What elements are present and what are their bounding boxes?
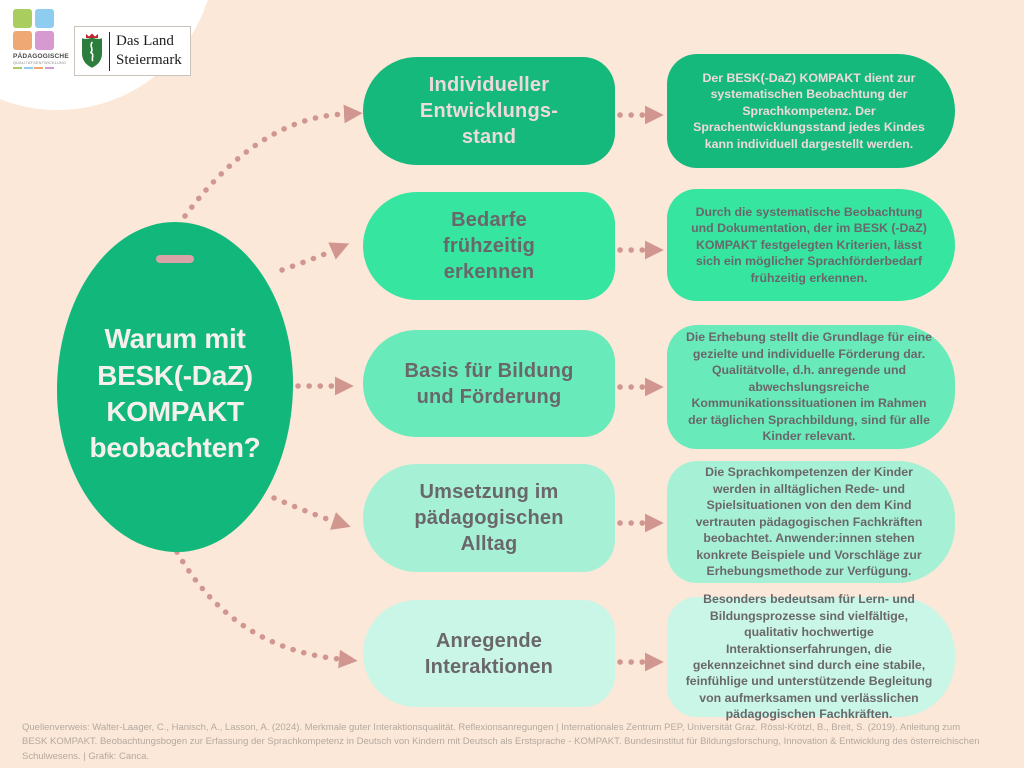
topic-box-basis-fuer-bildung-und-foerderung: Basis für Bildung und Förderung: [363, 330, 615, 437]
desc-box-umsetzung-im-paedagogischen-alltag: Die Sprachkompetenzen der Kinder werden …: [667, 461, 955, 583]
pq-tile-pink-icon: [35, 31, 54, 50]
desc-text: Durch die systematische Beobachtung und …: [691, 204, 927, 285]
pq-logo-color-bars: [13, 67, 73, 69]
desc-text: Besonders bedeutsam für Lern- und Bildun…: [685, 592, 933, 722]
desc-text: Der BESK(-DaZ) KOMPAKT dient zur systema…: [693, 70, 925, 151]
main-question: Warum mit BESK(-DaZ) KOMPAKT beobachten?: [89, 323, 261, 464]
desc-box-bedarfe-fruehzeitig-erkennen: Durch die systematische Beobachtung und …: [667, 189, 955, 301]
desc-box-anregende-interaktionen: Besonders bedeutsam für Lern- und Bildun…: [667, 592, 955, 721]
das-land-steiermark-logo: Das Land Steiermark: [74, 26, 191, 76]
desc-box-individueller-entwicklungsstand: Der BESK(-DaZ) KOMPAKT dient zur systema…: [667, 54, 955, 168]
source-citation: Quellenverweis: Walter-Laager, C., Hanis…: [22, 722, 980, 762]
pq-logo-line2: QUALITÄTSENTWICKLUNG: [13, 61, 67, 65]
desc-text: Die Sprachkompetenzen der Kinder werden …: [695, 465, 923, 579]
paedagogische-qualitaetsentwicklung-logo: PÄDAGOGISCHE QUALITÄTSENTWICKLUNG: [13, 9, 73, 69]
topic-box-bedarfe-fruehzeitig-erkennen: Bedarfe frühzeitig erkennen: [363, 192, 615, 300]
pq-tile-green-icon: [13, 9, 32, 28]
topic-label: Anregende Interaktionen: [424, 629, 554, 678]
topic-box-umsetzung-im-paedagogischen-alltag: Umsetzung im pädagogischen Alltag: [363, 464, 615, 572]
steiermark-logo-line1: Das Land: [116, 32, 174, 49]
topic-box-individueller-entwicklungsstand: Individueller Entwicklungs- stand: [363, 57, 615, 165]
arrow-circle-to-topic-4: [271, 495, 351, 530]
pq-tile-orange-icon: [13, 31, 32, 50]
pq-logo-line1: PÄDAGOGISCHE: [13, 53, 69, 60]
desc-box-basis-fuer-bildung-und-foerderung: Die Erhebung stellt die Grundlage für ei…: [667, 325, 955, 449]
steiermark-logo-line2: Steiermark: [116, 52, 182, 68]
topic-label: Basis für Bildung und Förderung: [404, 359, 574, 408]
topic-label: Individueller Entwicklungs- stand: [419, 74, 559, 148]
central-question-bubble: Warum mit BESK(-DaZ) KOMPAKT beobachten?: [57, 222, 293, 552]
pq-logo-icon: [13, 9, 73, 50]
topic-box-anregende-interaktionen: Anregende Interaktionen: [363, 600, 615, 707]
arrow-circle-to-topic-2: [279, 242, 350, 273]
arrow-circle-to-topic-1: [182, 104, 363, 219]
topic-label: Bedarfe frühzeitig erkennen: [443, 209, 535, 283]
title-dash: [156, 255, 194, 263]
steiermark-crest-icon: [82, 33, 102, 68]
desc-text: Die Erhebung stellt die Grundlage für ei…: [686, 330, 932, 444]
steiermark-logo-text: Das Land Steiermark: [109, 31, 182, 71]
pq-tile-blue-icon: [35, 9, 54, 28]
topic-label: Umsetzung im pädagogischen Alltag: [414, 481, 564, 555]
arrow-circle-to-topic-5: [174, 549, 358, 669]
